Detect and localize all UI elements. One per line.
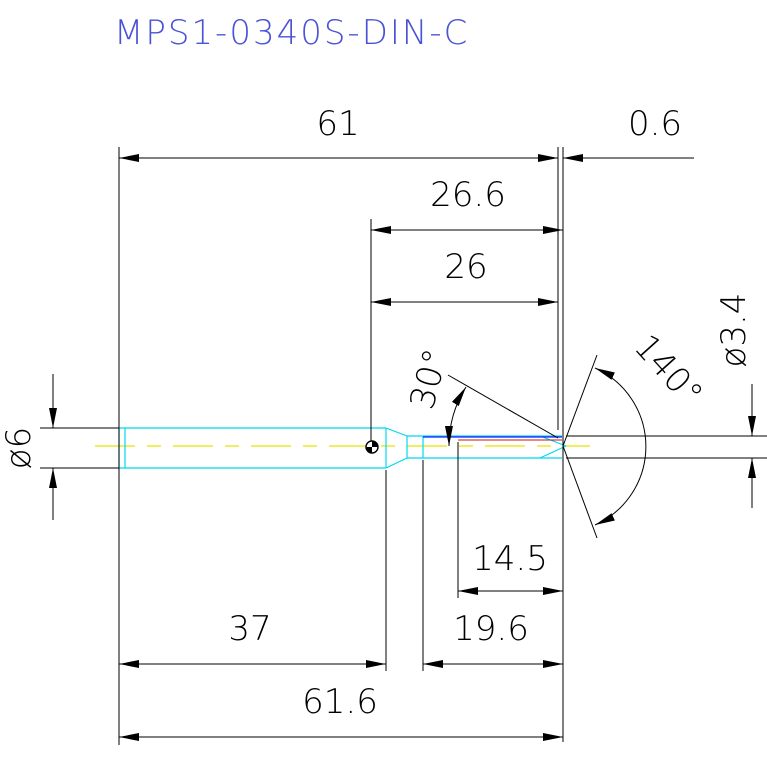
dim-shank-dia-label: ø6 <box>0 427 39 469</box>
drawing-title: MPS1-0340S-DIN-C <box>114 13 469 53</box>
dimension-labels: 61 0.6 26.6 26 ø6 ø3.4 30° 140° 14.5 19.… <box>0 104 754 722</box>
part-geometry <box>95 427 590 469</box>
dim-26-6-label: 26.6 <box>430 175 506 215</box>
dim-19-6-label: 19.6 <box>453 609 529 649</box>
dim-140-label: 140° <box>626 327 711 415</box>
dim-14-5-label: 14.5 <box>472 539 548 579</box>
dim-61-6-label: 61.6 <box>302 682 378 722</box>
dim-30-arc <box>444 386 467 447</box>
dim-30-label: 30° <box>402 345 456 414</box>
dimension-lines <box>40 147 767 745</box>
dim-61-label: 61 <box>316 104 359 144</box>
dim-26-label: 26 <box>444 247 487 287</box>
shank-outline <box>118 427 567 469</box>
dim-tip-dia-label: ø3.4 <box>714 293 754 368</box>
dim-37-label: 37 <box>228 609 271 649</box>
dim-0-6-label: 0.6 <box>628 104 682 144</box>
dim-140-arc <box>594 367 647 526</box>
reference-marker <box>365 440 379 454</box>
